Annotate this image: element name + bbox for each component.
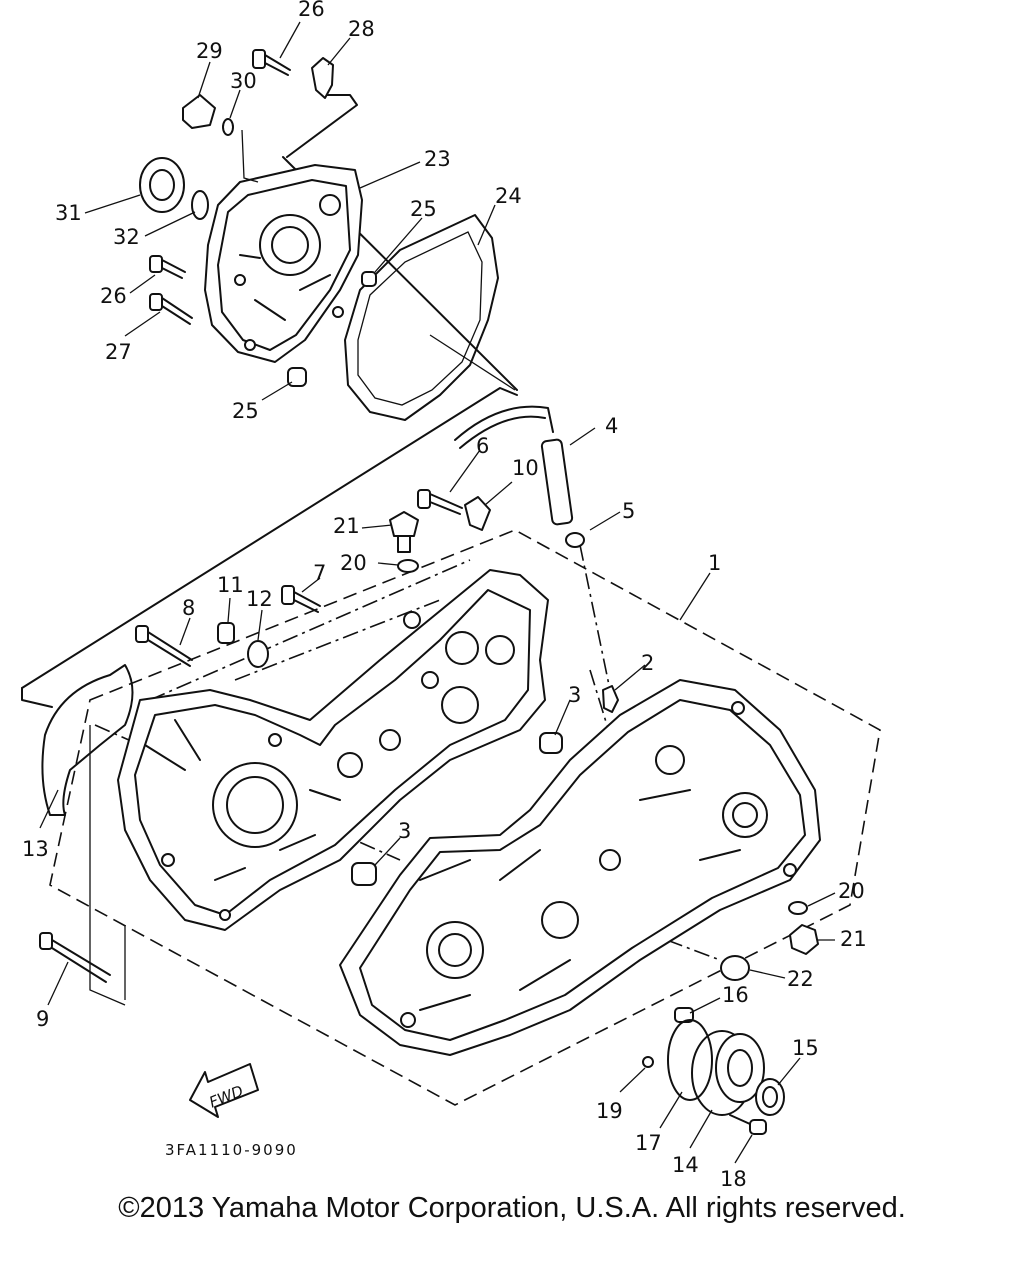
hose-clip-5	[565, 532, 585, 548]
callout-14: 14	[672, 1153, 699, 1177]
fwd-arrow: FWD	[189, 1063, 259, 1118]
washer-12	[247, 640, 269, 668]
breather-hose-4	[454, 405, 574, 526]
dowel-pin-3-lower	[351, 862, 377, 886]
drain-plug-21-top	[389, 511, 419, 553]
leader-lines	[39, 21, 836, 1164]
callout-25-top: 25	[410, 197, 437, 221]
callout-9: 9	[36, 1007, 49, 1031]
callout-3-upper: 3	[568, 683, 581, 707]
callout-32: 32	[113, 225, 140, 249]
callout-5: 5	[622, 499, 635, 523]
gasket-20-side	[788, 901, 808, 915]
clamp-10	[464, 496, 491, 531]
callout-26-top: 26	[298, 0, 325, 21]
callout-18: 18	[720, 1167, 747, 1191]
callout-20-side: 20	[838, 879, 865, 903]
callout-25-bottom: 25	[232, 399, 259, 423]
callout-15: 15	[792, 1036, 819, 1060]
callout-13: 13	[22, 837, 49, 861]
crankcase-cover	[204, 164, 363, 363]
callout-labels: 26 28 29 30 23 31 32 25 24 26 27 25 4 6 …	[22, 0, 867, 1191]
assembly-boundary-lines	[21, 94, 881, 1106]
dowel-pins-25	[287, 271, 377, 387]
callout-23: 23	[424, 147, 451, 171]
bolt-27	[149, 293, 193, 325]
callout-10: 10	[512, 456, 539, 480]
circlip-17	[667, 1019, 713, 1101]
callout-26-side: 26	[100, 284, 127, 308]
screw-18	[729, 1114, 767, 1135]
callout-3-lower: 3	[398, 819, 411, 843]
callout-22: 22	[787, 967, 814, 991]
o-ring-30	[222, 118, 259, 183]
o-ring-32	[191, 190, 209, 220]
bolt-7	[281, 585, 321, 613]
drawing-code: 3FA1110-9090	[165, 1141, 298, 1159]
callout-7: 7	[313, 561, 326, 585]
nipple-2	[602, 685, 619, 713]
callout-2: 2	[641, 651, 654, 675]
callout-29: 29	[196, 39, 223, 63]
callout-31: 31	[55, 201, 82, 225]
oil-seal-31	[139, 157, 185, 213]
pin-19	[642, 1056, 654, 1068]
callout-28: 28	[348, 17, 375, 41]
callout-24: 24	[495, 184, 522, 208]
bolt-8	[135, 625, 193, 667]
oil-seal-15	[755, 1078, 785, 1116]
callout-30: 30	[230, 69, 257, 93]
callout-21-top: 21	[333, 514, 360, 538]
oil-filler-cap-29	[182, 94, 216, 129]
copyright-notice: ©2013 Yamaha Motor Corporation, U.S.A. A…	[118, 1192, 906, 1224]
bolt-9	[39, 932, 111, 983]
callout-1: 1	[708, 551, 721, 575]
callout-21-side: 21	[840, 927, 867, 951]
bolt-6	[417, 489, 463, 515]
callout-16: 16	[722, 983, 749, 1007]
crankcase-left-half	[117, 569, 549, 931]
callout-12: 12	[246, 587, 273, 611]
gasket-13	[41, 664, 134, 816]
bolt-26-side	[149, 255, 186, 279]
clamp-28	[311, 57, 334, 99]
bushing-22	[720, 955, 750, 981]
callout-11: 11	[217, 573, 244, 597]
drain-plug-21-side	[789, 924, 819, 955]
callout-20-top: 20	[340, 551, 367, 575]
bearing-housing-14	[691, 1030, 765, 1116]
bolt-26-top	[252, 49, 291, 76]
dowel-pin-3-upper	[539, 732, 563, 754]
crankcase-right-half	[339, 679, 821, 1056]
bolt-11	[217, 622, 235, 644]
cover-gasket	[344, 214, 516, 421]
callout-4: 4	[605, 414, 618, 438]
callout-17: 17	[635, 1131, 662, 1155]
gasket-20-top	[397, 559, 419, 573]
callout-6: 6	[476, 434, 489, 458]
callout-27: 27	[105, 340, 132, 364]
callout-19: 19	[596, 1099, 623, 1123]
callout-8: 8	[182, 596, 195, 620]
